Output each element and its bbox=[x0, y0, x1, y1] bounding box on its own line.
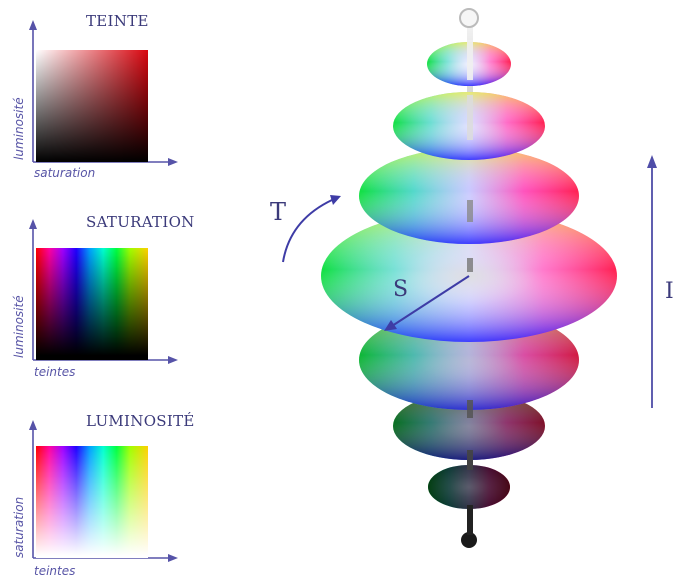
luminosity-panel: LUMINOSITÉ saturation teintes bbox=[0, 400, 200, 579]
color-solid-diagram: S T I bbox=[270, 8, 674, 548]
saturation-panel-title: SATURATION bbox=[86, 213, 195, 231]
luminosity-panel-axes bbox=[29, 420, 178, 562]
disc-level-5 bbox=[359, 148, 579, 244]
hue-panel-x-label: saturation bbox=[34, 166, 96, 180]
saturation-panel-y-label: luminosité bbox=[12, 295, 26, 358]
hue-panel: TEINTE luminosité saturation bbox=[0, 0, 200, 190]
luminosity-panel-y-label: saturation bbox=[12, 496, 26, 558]
luminosity-panel-x-label: teintes bbox=[34, 564, 76, 578]
hue-rotation-arrow bbox=[282, 195, 341, 263]
saturation-arrow bbox=[384, 275, 470, 331]
disc-level-2 bbox=[393, 392, 545, 460]
intensity-arrow bbox=[647, 155, 657, 408]
black-pole-cap bbox=[461, 532, 477, 548]
hue-label: T bbox=[270, 198, 286, 226]
saturation-swatch bbox=[36, 248, 148, 360]
hue-panel-axes bbox=[29, 20, 178, 166]
hue-swatch bbox=[36, 50, 148, 162]
luminosity-swatch bbox=[36, 446, 148, 558]
disc-level-1 bbox=[428, 465, 510, 509]
saturation-panel-x-label: teintes bbox=[34, 365, 76, 379]
intensity-label: I bbox=[665, 279, 674, 304]
hue-panel-y-label: luminosité bbox=[12, 97, 26, 160]
saturation-label: S bbox=[393, 277, 408, 302]
saturation-panel: SATURATION luminosité teintes bbox=[0, 195, 200, 385]
hue-panel-title: TEINTE bbox=[86, 12, 149, 30]
luminosity-panel-title: LUMINOSITÉ bbox=[86, 412, 195, 430]
white-pole-cap bbox=[459, 8, 479, 28]
saturation-panel-axes bbox=[29, 219, 178, 364]
